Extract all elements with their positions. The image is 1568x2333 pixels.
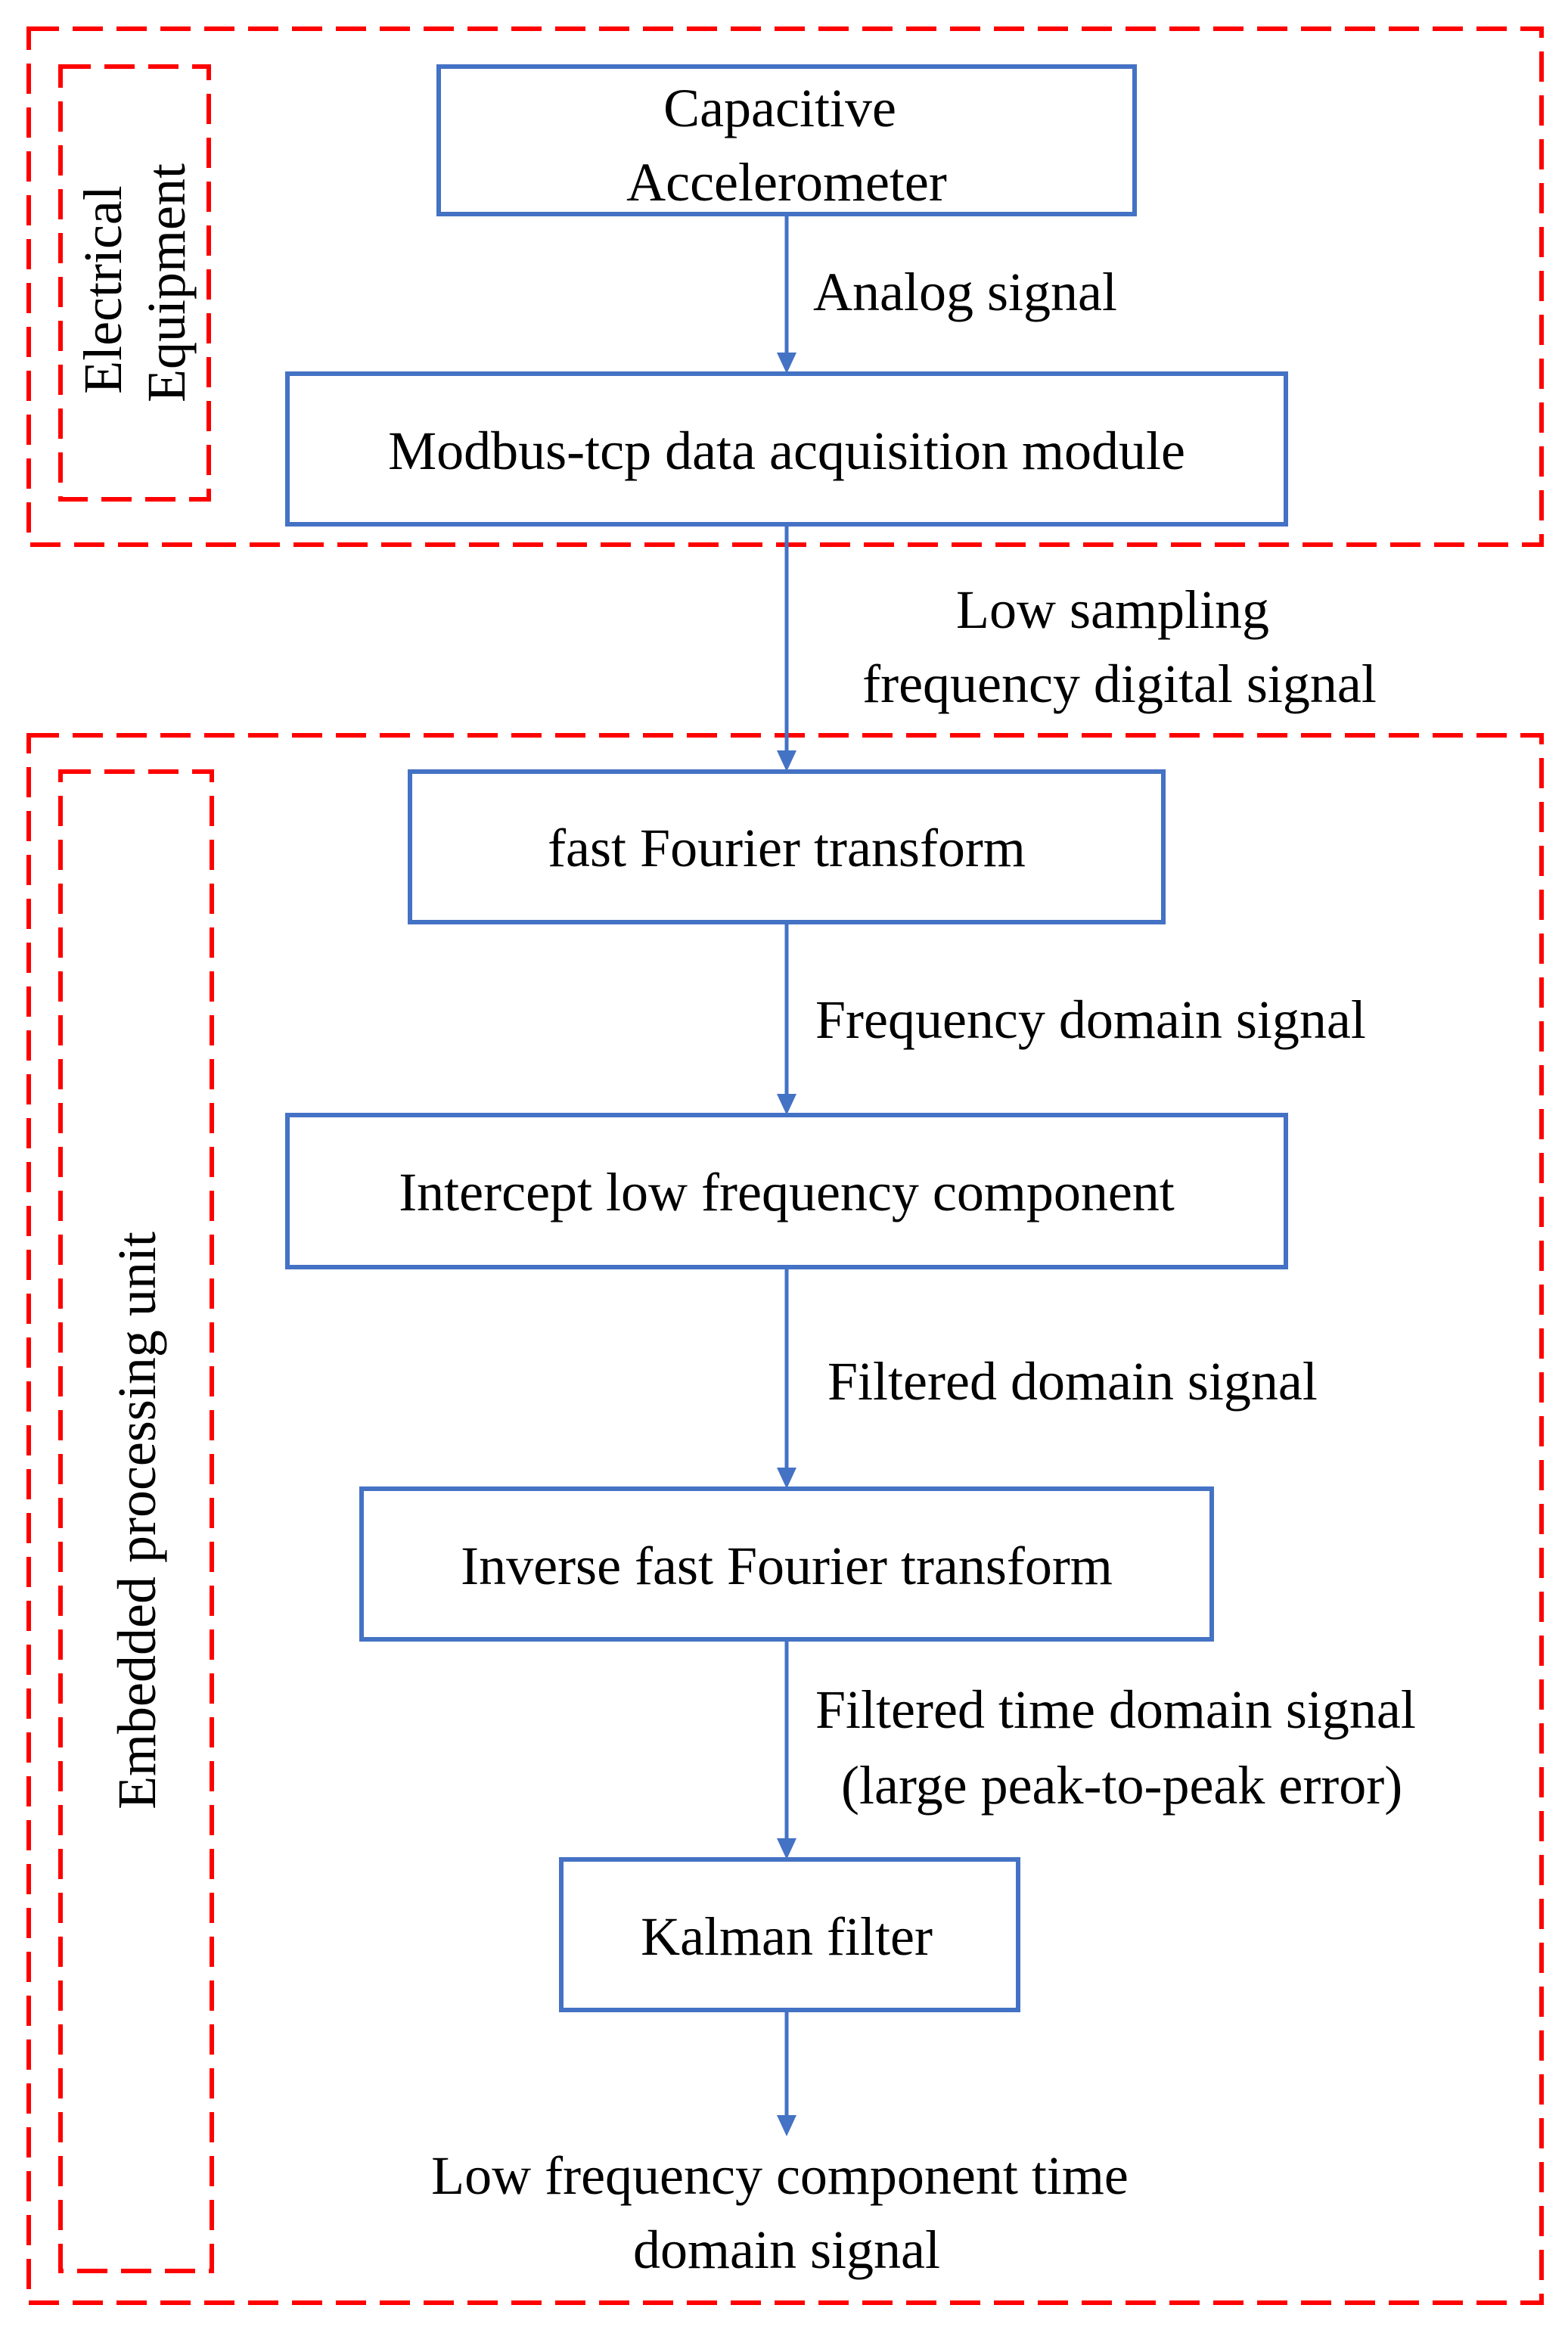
fft-label: fast Fourier transform: [548, 818, 1026, 878]
accelerometer-label: Capacitive Accelerometer: [626, 78, 947, 213]
modbus-box: Modbus-tcp data acquisition module: [285, 371, 1288, 527]
ifft-box: Inverse fast Fourier transform: [359, 1486, 1214, 1642]
fft-box: fast Fourier transform: [408, 769, 1166, 924]
accelerometer-box: Capacitive Accelerometer: [436, 64, 1137, 216]
modbus-label: Modbus-tcp data acquisition module: [388, 421, 1185, 481]
arrow-ifft-to-kalman: [777, 1639, 796, 1859]
arrow-fft-to-intercept: [777, 922, 796, 1115]
output-label-line-2: domain signal: [633, 2220, 940, 2280]
edge-label-low-sampling: Low sampling frequency digital signal: [862, 579, 1377, 714]
intercept-label: Intercept low frequency component: [399, 1162, 1175, 1222]
arrow-intercept-to-ifft: [777, 1267, 796, 1489]
edge-label-filtered-time: Filtered time domain signal (large peak-…: [815, 1679, 1430, 1816]
ifft-label: Inverse fast Fourier transform: [461, 1536, 1113, 1596]
accelerometer-label-line-1: Capacitive: [663, 78, 896, 138]
arrow-accelerometer-to-modbus: [777, 214, 796, 374]
embedded-processing-label-box: [58, 769, 214, 2273]
arrow-modbus-to-fft: [777, 524, 796, 772]
edge-label-filtered-time-line-2: (large peak-to-peak error): [841, 1755, 1402, 1816]
edge-label-filtered-domain: Filtered domain signal: [827, 1351, 1318, 1412]
electrical-equipment-label-line-1: Electrical: [73, 185, 133, 394]
output-label: Low frequency component time domain sign…: [431, 2145, 1142, 2280]
edge-label-filtered-time-line-1: Filtered time domain signal: [815, 1679, 1416, 1740]
output-label-line-1: Low frequency component time: [431, 2145, 1129, 2206]
edge-label-low-sampling-line-1: Low sampling: [956, 579, 1269, 640]
kalman-label: Kalman filter: [641, 1906, 933, 1967]
electrical-equipment-label-line-2: Equipment: [136, 163, 197, 402]
kalman-box: Kalman filter: [559, 1857, 1020, 2012]
edge-label-low-sampling-line-2: frequency digital signal: [862, 654, 1377, 714]
arrow-kalman-to-output: [777, 2010, 796, 2136]
embedded-processing-label: Embedded processing unit: [107, 1232, 167, 1810]
accelerometer-label-line-2: Accelerometer: [626, 152, 947, 213]
intercept-box: Intercept low frequency component: [285, 1113, 1288, 1269]
electrical-equipment-label-box: [58, 64, 211, 502]
electrical-equipment-label: Electrical Equipment: [73, 163, 197, 402]
edge-label-analog-signal: Analog signal: [813, 262, 1117, 322]
edge-label-frequency-domain: Frequency domain signal: [815, 989, 1366, 1050]
